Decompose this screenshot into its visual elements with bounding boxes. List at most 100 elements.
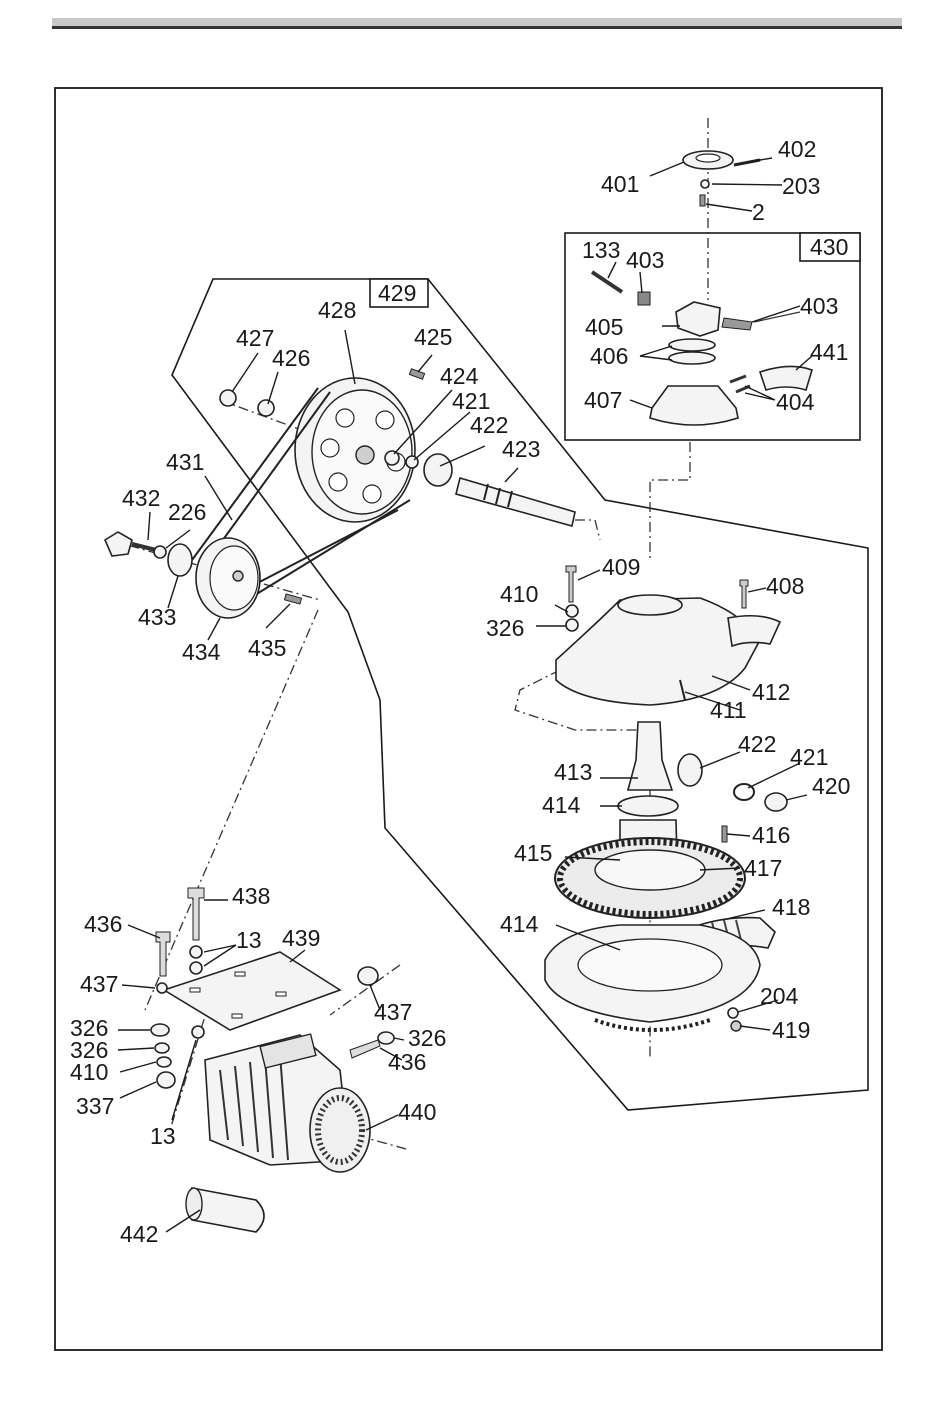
label-409: 409 xyxy=(602,554,640,580)
part-435-key xyxy=(284,594,301,604)
part-410-washer-upper xyxy=(566,605,578,617)
label-432: 432 xyxy=(122,485,160,511)
part-436-bolt-right xyxy=(350,1040,380,1058)
label-407: 407 xyxy=(584,387,622,413)
header-rule xyxy=(52,26,902,29)
part-405-handle-hub xyxy=(676,302,720,336)
label-411: 411 xyxy=(710,697,747,723)
label-429: 429 xyxy=(378,280,416,306)
gearbox-lower-housing-inner xyxy=(578,939,722,991)
label-408: 408 xyxy=(766,573,804,599)
label-420: 420 xyxy=(812,773,850,799)
label-337: 337 xyxy=(76,1093,114,1119)
label-401: 401 xyxy=(601,171,639,197)
label-133: 133 xyxy=(582,237,620,263)
part-409-bolt xyxy=(566,566,576,602)
part-410-washer-lower xyxy=(157,1057,171,1067)
centerline-left-feet xyxy=(170,1000,210,1130)
part-439-plate-slot-2 xyxy=(276,992,286,996)
part-404-screws xyxy=(730,376,750,392)
label-440: 440 xyxy=(398,1099,436,1125)
label-2: 2 xyxy=(752,199,765,225)
label-431: 431 xyxy=(166,449,204,475)
label-403-right: 403 xyxy=(800,293,838,319)
part-419-nut xyxy=(731,1021,741,1031)
part-403-grub-screw-left xyxy=(638,292,650,305)
part-428-pulley-hole-5 xyxy=(329,473,347,491)
label-419: 419 xyxy=(772,1017,810,1043)
part-412-handle-lug xyxy=(728,616,780,646)
part-433-spacer xyxy=(168,544,192,576)
label-421-upper: 421 xyxy=(452,388,490,414)
label-435: 435 xyxy=(248,635,286,661)
part-420-cap xyxy=(765,793,787,811)
part-408-bolt xyxy=(740,580,748,608)
part-425-key xyxy=(409,369,424,379)
label-416: 416 xyxy=(752,822,790,848)
label-425: 425 xyxy=(414,324,452,350)
part-427-nut xyxy=(220,390,236,406)
part-13-washer-2 xyxy=(190,962,202,974)
part-13-washer-lower xyxy=(192,1026,204,1038)
part-423-shaft xyxy=(456,478,575,526)
label-433: 433 xyxy=(138,604,176,630)
part-439-plate-slot-4 xyxy=(232,1014,242,1018)
label-434: 434 xyxy=(182,639,221,665)
label-326-upper: 326 xyxy=(486,615,524,641)
part-434-hub xyxy=(233,571,243,581)
part-439-plate-slot-1 xyxy=(235,972,245,976)
label-415: 415 xyxy=(514,840,552,866)
part-422-bearing xyxy=(424,454,452,486)
part-326-washer-upper xyxy=(566,619,578,631)
label-204: 204 xyxy=(760,983,799,1009)
label-414-upper: 414 xyxy=(542,792,581,818)
label-438: 438 xyxy=(232,883,270,909)
part-326-washer-right xyxy=(378,1032,394,1044)
label-427: 427 xyxy=(236,325,274,351)
label-424: 424 xyxy=(440,363,479,389)
label-436-left: 436 xyxy=(84,911,122,937)
label-422-lower: 422 xyxy=(738,731,776,757)
label-426: 426 xyxy=(272,345,310,371)
part-2-screw xyxy=(700,195,705,206)
part-416-key xyxy=(722,826,727,842)
label-430: 430 xyxy=(810,234,848,260)
part-133-pin xyxy=(592,272,622,292)
part-428-pulley-hole-1 xyxy=(336,409,354,427)
part-326-washer-left-b xyxy=(155,1043,169,1053)
label-410-upper: 410 xyxy=(500,581,538,607)
label-412: 412 xyxy=(752,679,790,705)
part-428-pulley-hole-6 xyxy=(321,439,339,457)
part-403-grub-screw-right xyxy=(722,318,752,330)
header-rule-light xyxy=(52,18,902,26)
label-437-right: 437 xyxy=(374,999,412,1025)
part-326-washer-left-a xyxy=(151,1024,169,1036)
label-428: 428 xyxy=(318,297,356,323)
label-418: 418 xyxy=(772,894,810,920)
label-437-left: 437 xyxy=(80,971,118,997)
label-402: 402 xyxy=(778,136,816,162)
part-432-nut-bolt xyxy=(105,532,132,556)
part-424-nut xyxy=(385,451,399,465)
part-406-spring-1 xyxy=(669,339,715,351)
label-203: 203 xyxy=(782,173,820,199)
label-406: 406 xyxy=(590,343,628,369)
part-442-sleeve xyxy=(192,1188,264,1232)
part-436-bolt-left xyxy=(156,932,170,976)
part-407-cone-base xyxy=(650,386,738,425)
label-13-lower: 13 xyxy=(150,1123,176,1149)
part-412-housing-top xyxy=(618,595,682,615)
part-13-washer-1 xyxy=(190,946,202,958)
part-226-washer xyxy=(154,546,166,558)
label-421-lower: 421 xyxy=(790,744,828,770)
part-413-upper-shaft xyxy=(628,722,672,790)
part-401-collar-hole xyxy=(696,154,720,162)
label-403-left: 403 xyxy=(626,247,664,273)
part-428-pulley-hub xyxy=(356,446,374,464)
part-437-washer-right xyxy=(358,967,378,985)
part-337-nut xyxy=(157,1072,175,1088)
label-404: 404 xyxy=(776,389,815,415)
label-442: 442 xyxy=(120,1221,158,1247)
part-414-bearing-upper xyxy=(618,796,678,816)
label-439: 439 xyxy=(282,925,320,951)
